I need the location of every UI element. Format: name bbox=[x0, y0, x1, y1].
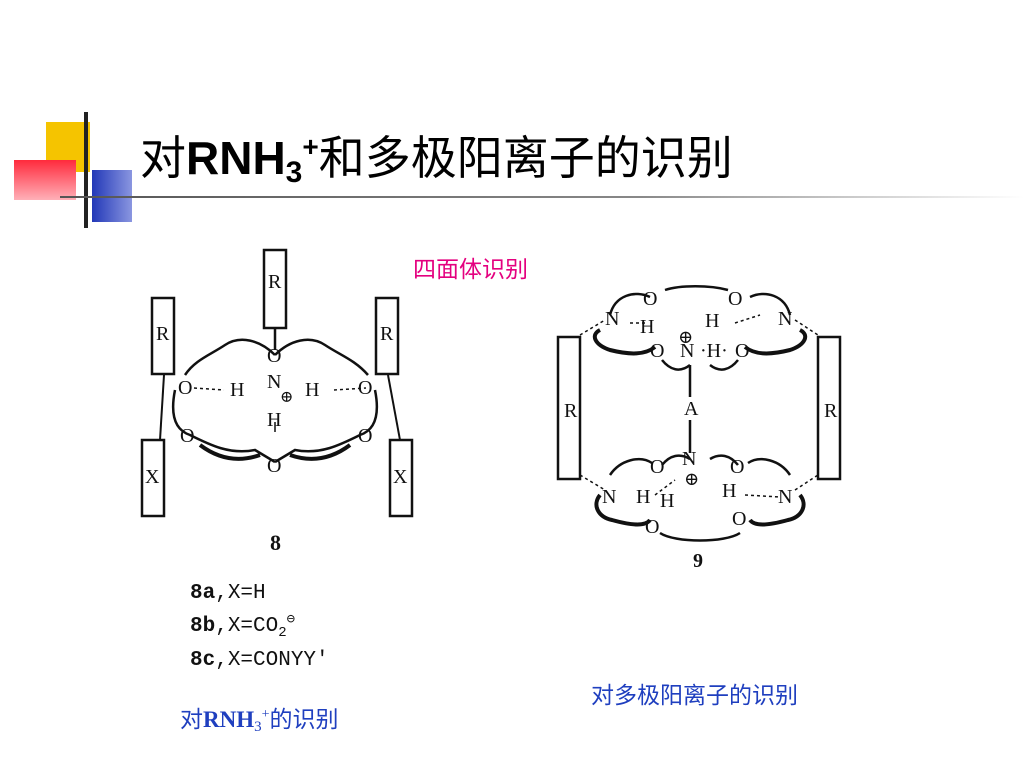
svg-text:H: H bbox=[660, 490, 674, 512]
svg-text:H: H bbox=[636, 486, 650, 508]
svg-text:N: N bbox=[605, 308, 619, 330]
rnh3-recognition-label: 对RNH3+的识别 bbox=[180, 707, 339, 735]
structure-8-variants: 8a,X=H 8b,X=CO2⊖ 8c,X=CONYY′ bbox=[190, 580, 329, 674]
svg-text:H: H bbox=[640, 316, 654, 338]
svg-text:O: O bbox=[728, 288, 742, 310]
svg-text:O: O bbox=[358, 425, 372, 447]
svg-text:N: N bbox=[680, 340, 694, 362]
svg-text:R: R bbox=[824, 400, 838, 422]
svg-text:O: O bbox=[178, 377, 192, 399]
svg-text:X: X bbox=[393, 466, 408, 488]
structure-9-diagram: O O N H H N ⊕ O N ·H· O R R A O N ⊕ O N … bbox=[556, 285, 842, 572]
svg-text:X: X bbox=[145, 466, 160, 488]
tetrahedral-recognition-label: 四面体识别 bbox=[413, 257, 528, 282]
deco-red-square bbox=[14, 160, 76, 200]
svg-text:R: R bbox=[380, 323, 394, 345]
svg-text:A: A bbox=[684, 398, 699, 420]
structure-8-diagram: R R R X X O O H N ⊕ H O H O O O 8 bbox=[140, 248, 414, 555]
structure-9-number: 9 bbox=[693, 550, 703, 572]
svg-text:O: O bbox=[180, 425, 194, 447]
svg-text:⊕: ⊕ bbox=[678, 327, 693, 347]
variant-8c: 8c,X=CONYY′ bbox=[190, 649, 329, 673]
svg-text:⊕: ⊕ bbox=[280, 389, 293, 406]
svg-text:O: O bbox=[732, 508, 746, 530]
svg-text:R: R bbox=[156, 323, 170, 345]
svg-text:H: H bbox=[230, 379, 244, 401]
svg-text:R: R bbox=[564, 400, 578, 422]
svg-text:O: O bbox=[267, 345, 281, 367]
svg-text:⊕: ⊕ bbox=[684, 469, 699, 489]
svg-text:N: N bbox=[778, 308, 792, 330]
svg-text:O: O bbox=[267, 455, 281, 477]
svg-text:O: O bbox=[650, 340, 664, 362]
svg-text:N: N bbox=[267, 371, 281, 393]
svg-text:N: N bbox=[778, 486, 792, 508]
svg-text:O: O bbox=[643, 288, 657, 310]
svg-text:H: H bbox=[705, 310, 719, 332]
deco-vertical-bar bbox=[84, 112, 88, 228]
svg-text:O: O bbox=[735, 340, 749, 362]
svg-text:R: R bbox=[268, 271, 282, 293]
svg-text:O: O bbox=[645, 516, 659, 538]
svg-text:·H·: ·H· bbox=[700, 340, 728, 362]
svg-text:N: N bbox=[682, 448, 696, 470]
structure-8-number: 8 bbox=[270, 530, 281, 555]
variant-8a: 8a,X=H bbox=[190, 582, 266, 605]
svg-text:N: N bbox=[602, 486, 616, 508]
svg-text:O: O bbox=[650, 456, 664, 478]
svg-text:O: O bbox=[730, 456, 744, 478]
variant-8b: 8b,X=CO2⊖ bbox=[190, 612, 296, 642]
svg-text:H: H bbox=[722, 480, 736, 502]
multi-cation-recognition-label: 对多极阳离子的识别 bbox=[591, 683, 798, 708]
svg-text:O: O bbox=[358, 377, 372, 399]
title-underline bbox=[60, 196, 1024, 198]
svg-text:H: H bbox=[267, 409, 281, 431]
svg-text:H: H bbox=[305, 379, 319, 401]
slide-title: 对RNH3+和多极阳离子的识别 bbox=[140, 131, 733, 189]
